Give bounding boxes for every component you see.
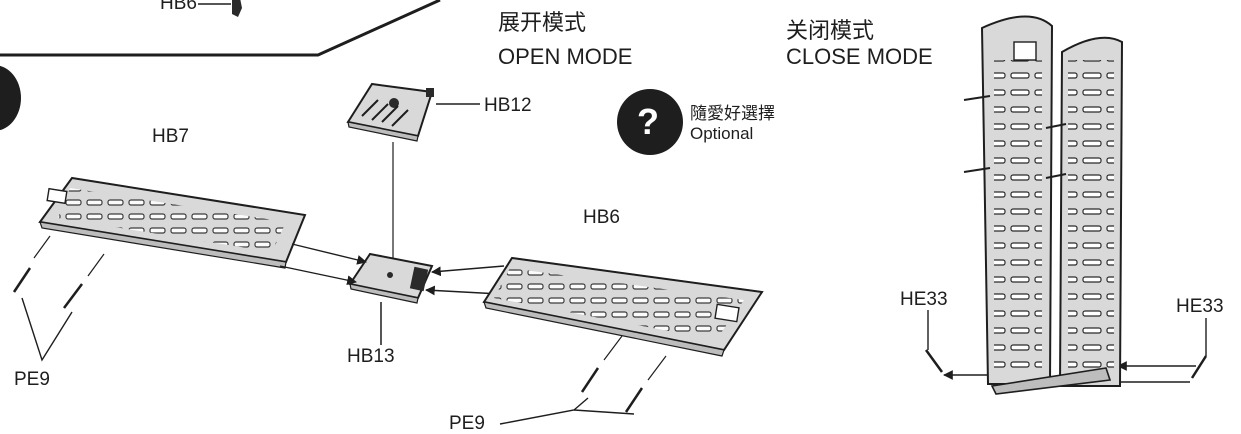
part-label-hb6: HB6 (583, 207, 620, 228)
question-mark-glyph: ? (637, 101, 659, 142)
optional-label-en: Optional (690, 124, 754, 143)
leader-pe9-left (21, 297, 73, 362)
hb12-piece (346, 82, 434, 142)
he33-pins (924, 349, 1208, 379)
pe9-pins-bottom (580, 335, 667, 413)
part-label-hb7: HB7 (152, 126, 189, 147)
part-label-pe9-bottom: PE9 (449, 413, 485, 434)
close-mode-base (990, 367, 1112, 395)
step-number-badge (0, 65, 21, 131)
open-mode-title-en: OPEN MODE (498, 44, 633, 69)
part-label-pe9-left: PE9 (14, 369, 50, 390)
close-mode-panel-back (963, 15, 1054, 385)
close-mode-title-en: CLOSE MODE (786, 44, 933, 69)
leader-pe9-bottom (499, 397, 635, 425)
open-mode-title-cn: 展开模式 (498, 10, 587, 35)
part-label-he33-right: HE33 (1176, 296, 1224, 317)
close-mode-title-cn: 关闭模式 (786, 18, 875, 43)
previous-step-frame (0, 0, 441, 57)
pe9-pins-left (12, 235, 105, 309)
part-label-hb12: HB12 (484, 95, 532, 116)
optional-label-cn: 隨愛好選擇 (690, 104, 775, 123)
part-label-he33-left: HE33 (900, 289, 948, 310)
close-mode-panel-front (1045, 36, 1124, 387)
part-label-hb6-top: HB6 (160, 0, 197, 14)
question-mark-icon (617, 89, 683, 155)
hb6-panel (482, 256, 764, 357)
hb13-piece (348, 252, 434, 304)
partial-part-hb6-top (232, 0, 242, 17)
part-label-hb13: HB13 (347, 346, 395, 367)
hb7-panel (38, 176, 307, 269)
